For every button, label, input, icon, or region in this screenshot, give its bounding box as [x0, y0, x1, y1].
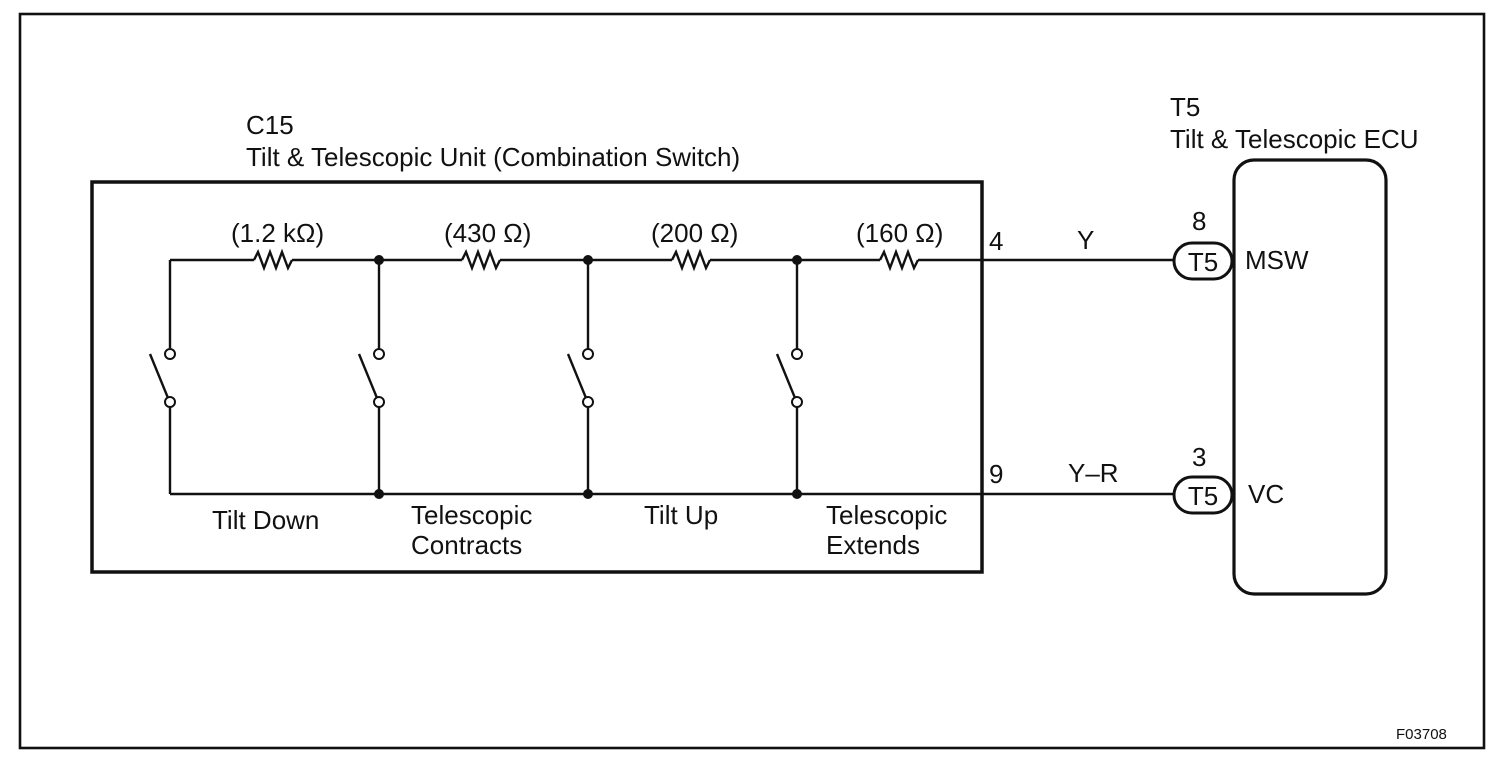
switch-tilt-up: [566, 260, 594, 494]
switch-3-label: Tilt Up: [644, 500, 718, 530]
resistor-3-symbol: [670, 248, 712, 272]
unit-code-label: C15: [246, 110, 294, 140]
resistor-2-value: (430 Ω): [444, 218, 531, 248]
wire-color-top: Y: [1077, 225, 1094, 255]
switch-2-label-line2: Contracts: [411, 530, 522, 560]
switch-1-label: Tilt Down: [212, 505, 319, 535]
switch-telescopic-extends: [775, 260, 803, 494]
switch-telescopic-contracts: [357, 260, 385, 494]
switch-4-label-line1: Telescopic: [826, 500, 947, 530]
ecu-terminal-vc: VC: [1248, 479, 1284, 509]
ecu-connector-vc: [1172, 475, 1234, 515]
tilt-telescopic-unit-box: [90, 180, 984, 574]
resistor-4-symbol: [878, 248, 920, 272]
unit-pin-top: 4: [989, 226, 1003, 256]
top-bus: [168, 248, 1174, 348]
diagram-frame: [18, 12, 1486, 750]
ecu-name-label: Tilt & Telescopic ECU: [1170, 124, 1419, 154]
unit-pin-bottom: 9: [989, 459, 1003, 489]
bottom-bus: [170, 489, 1174, 499]
ecu-pin-vc-number: 3: [1192, 442, 1206, 472]
resistor-3-value: (200 Ω): [651, 218, 738, 248]
switch-tilt-down: [148, 348, 176, 494]
ecu-code-label: T5: [1170, 92, 1200, 122]
resistor-1-value: (1.2 kΩ): [231, 218, 324, 248]
ecu-connector-msw-label: T5: [1188, 247, 1218, 277]
resistor-1-symbol: [252, 248, 294, 272]
ecu-box: [1232, 158, 1388, 596]
ecu-connector-msw: [1172, 241, 1234, 281]
resistor-4-value: (160 Ω): [856, 218, 943, 248]
figure-id: F03708: [1396, 726, 1447, 743]
unit-name-label: Tilt & Telescopic Unit (Combination Swit…: [246, 142, 740, 172]
resistor-2-symbol: [460, 248, 502, 272]
ecu-connector-vc-label: T5: [1188, 481, 1218, 511]
ecu-pin-msw-number: 8: [1192, 206, 1206, 236]
wire-color-bottom: Y–R: [1068, 458, 1119, 488]
switch-4-label-line2: Extends: [826, 530, 920, 560]
ecu-terminal-msw: MSW: [1245, 245, 1309, 275]
switch-2-label-line1: Telescopic: [411, 500, 532, 530]
